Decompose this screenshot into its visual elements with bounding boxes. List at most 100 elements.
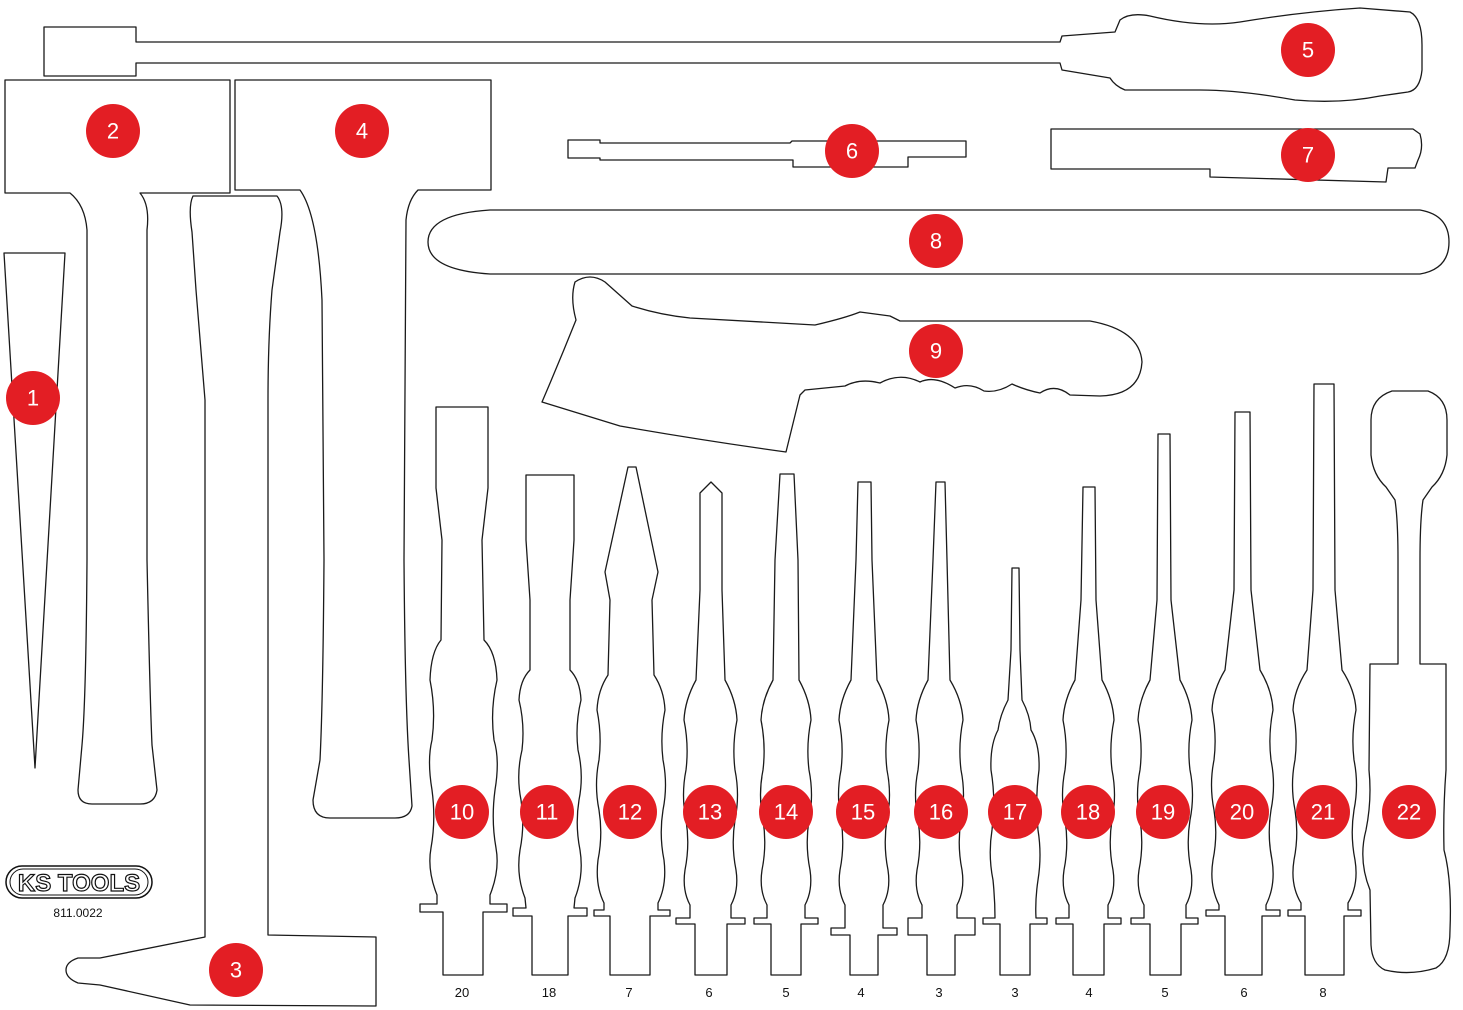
marker-21: 21 (1296, 785, 1350, 839)
marker-circle (86, 104, 140, 158)
marker-8: 8 (909, 214, 963, 268)
marker-10: 10 (435, 785, 489, 839)
marker-label: 20 (1230, 800, 1254, 825)
chisel-size-label: 4 (857, 985, 864, 1000)
marker-circle (209, 943, 263, 997)
chisel-size-label: 7 (625, 985, 632, 1000)
marker-circle (335, 104, 389, 158)
marker-circle (6, 371, 60, 425)
tool-9-cleaver (541, 276, 1143, 453)
marker-13: 13 (683, 785, 737, 839)
tool-11-chisel (512, 474, 588, 976)
marker-19: 19 (1136, 785, 1190, 839)
chisel-size-label: 3 (1011, 985, 1018, 1000)
tool-13-chisel (675, 481, 746, 976)
marker-circle (1382, 785, 1436, 839)
marker-label: 3 (230, 958, 242, 983)
marker-circle (988, 785, 1042, 839)
brand-logo: KS TOOLS (5, 865, 153, 899)
marker-6: 6 (825, 124, 879, 178)
marker-17: 17 (988, 785, 1042, 839)
marker-label: 4 (356, 119, 368, 144)
marker-label: 15 (851, 800, 875, 825)
marker-circle (683, 785, 737, 839)
marker-circle (825, 124, 879, 178)
marker-circle (520, 785, 574, 839)
chisel-size-label: 3 (935, 985, 942, 1000)
marker-2: 2 (86, 104, 140, 158)
marker-circle (1281, 128, 1335, 182)
marker-circle (1061, 785, 1115, 839)
logo-inner-frame (9, 868, 149, 896)
marker-1: 1 (6, 371, 60, 425)
marker-7: 7 (1281, 128, 1335, 182)
chisel-size-label: 6 (705, 985, 712, 1000)
chisel-size-label: 6 (1240, 985, 1247, 1000)
marker-label: 19 (1151, 800, 1175, 825)
tool-3-sledge (65, 195, 377, 1007)
marker-circle (909, 214, 963, 268)
marker-5: 5 (1281, 23, 1335, 77)
marker-circle (909, 324, 963, 378)
marker-circle (836, 785, 890, 839)
part-number: 811.0022 (53, 906, 102, 920)
marker-3: 3 (209, 943, 263, 997)
tool-16-chisel (907, 481, 976, 976)
tool-12-chisel (593, 466, 671, 976)
marker-label: 10 (450, 800, 474, 825)
marker-label: 1 (27, 386, 39, 411)
marker-12: 12 (603, 785, 657, 839)
tool-17-chisel (982, 567, 1048, 976)
chisel-size-label: 5 (782, 985, 789, 1000)
marker-4: 4 (335, 104, 389, 158)
marker-label: 12 (618, 800, 642, 825)
tool-20-chisel (1205, 411, 1281, 976)
marker-label: 16 (929, 800, 953, 825)
marker-circle (603, 785, 657, 839)
marker-circle (1136, 785, 1190, 839)
tool-6-punch (567, 139, 967, 168)
tool-21-chisel (1287, 383, 1362, 976)
marker-label: 13 (698, 800, 722, 825)
marker-label: 18 (1076, 800, 1100, 825)
marker-label: 5 (1302, 38, 1314, 63)
logo-frame (5, 865, 153, 899)
tool-2-hammer (4, 79, 231, 805)
marker-18: 18 (1061, 785, 1115, 839)
marker-label: 9 (930, 339, 942, 364)
marker-15: 15 (836, 785, 890, 839)
marker-22: 22 (1382, 785, 1436, 839)
marker-label: 22 (1397, 800, 1421, 825)
marker-label: 8 (930, 229, 942, 254)
marker-circle (435, 785, 489, 839)
tool-15-chisel (830, 481, 898, 976)
marker-label: 11 (536, 800, 559, 825)
marker-circle (914, 785, 968, 839)
marker-circle (759, 785, 813, 839)
tool-1-wedge (3, 252, 66, 769)
tool-7-scraper (1050, 128, 1423, 183)
marker-circle (1215, 785, 1269, 839)
marker-9: 9 (909, 324, 963, 378)
tool-18-chisel (1055, 486, 1122, 976)
marker-label: 7 (1302, 143, 1314, 168)
tool-10-chisel (419, 406, 508, 976)
chisel-size-label: 20 (455, 985, 469, 1000)
tool-5-driver (43, 7, 1423, 102)
marker-label: 6 (846, 139, 858, 164)
marker-circle (1296, 785, 1350, 839)
tool-14-chisel (753, 473, 819, 976)
chisel-size-label: 8 (1319, 985, 1326, 1000)
marker-16: 16 (914, 785, 968, 839)
chisel-size-label: 5 (1161, 985, 1168, 1000)
marker-label: 21 (1311, 800, 1335, 825)
tool-4-hammer (234, 79, 492, 819)
chisel-size-label: 18 (542, 985, 556, 1000)
marker-circle (1281, 23, 1335, 77)
logo-text: KS TOOLS (18, 870, 140, 897)
marker-14: 14 (759, 785, 813, 839)
tool-19-chisel (1130, 433, 1199, 976)
chisel-size-label: 4 (1085, 985, 1092, 1000)
marker-11: 11 (520, 785, 574, 839)
